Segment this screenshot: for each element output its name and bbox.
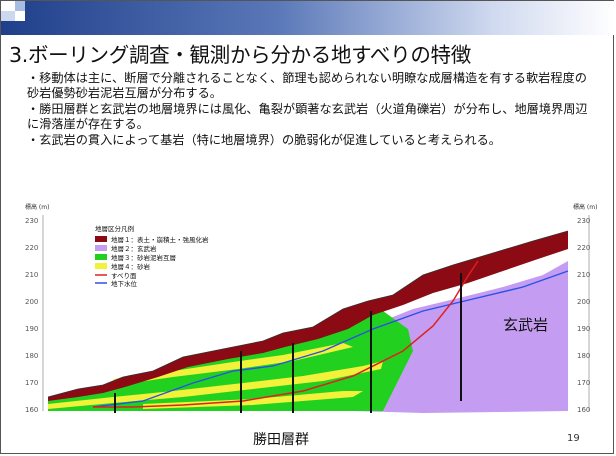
bullet-list: ・移動体は主に、断層で分離されることなく、節理も認められない明瞭な成層構造を有す…	[27, 71, 593, 148]
y-tick-label: 160	[577, 406, 590, 414]
geological-cross-section: 標高 (m) 標高 (m) 230 220 210 200 190 180 17…	[25, 203, 597, 414]
y-tick-label: 160	[25, 406, 38, 414]
y-tick-label: 220	[25, 244, 38, 252]
y-tick-label: 210	[25, 271, 38, 279]
y-tick-label: 210	[577, 271, 590, 279]
legend-label: 地層４：砂岩	[111, 262, 151, 271]
y-tick-label: 190	[25, 325, 38, 333]
y-tick-label: 190	[577, 325, 590, 333]
katsuta-group-label: 勝田層群	[253, 432, 309, 448]
boreholes	[114, 273, 462, 413]
corner-decoration	[15, 11, 25, 21]
bullet-item: ・移動体は主に、断層で分離されることなく、節理も認められない明瞭な成層構造を有す…	[27, 71, 587, 101]
legend-label: 地層２：玄武岩	[111, 244, 157, 253]
legend-swatch	[95, 236, 107, 242]
y-tick-label: 220	[577, 244, 590, 252]
corner-decoration	[1, 11, 15, 21]
corner-decoration	[15, 1, 25, 11]
legend-label: 地層１：表土・崩積土・強風化岩	[111, 235, 209, 244]
basalt-label: 玄武岩	[503, 316, 549, 334]
corner-decoration	[1, 1, 15, 11]
slide-title: 3.ボーリング調査・観測から分かる地すべりの特徴	[9, 43, 471, 67]
legend-swatch	[95, 245, 107, 251]
y-tick-label: 230	[577, 217, 590, 225]
legend-swatch	[95, 263, 107, 269]
page-number: 19	[567, 433, 580, 444]
y-tick-label: 200	[577, 298, 590, 306]
bullet-item: ・勝田層群と玄武岩の地層境界には風化、亀裂が顕著な玄武岩（火道角礫岩）が分布し、…	[27, 101, 588, 132]
y-tick-label: 180	[577, 352, 590, 360]
slip-surface-line	[93, 260, 479, 408]
legend-label: 地下水位	[111, 279, 138, 288]
ground-surface-line	[47, 230, 569, 398]
sandstone-mudstone-layer	[48, 311, 413, 411]
y-tick-label: 200	[25, 298, 38, 306]
y-tick-label: 170	[25, 379, 38, 387]
bullet-item: ・玄武岩の貫入によって基岩（特に地層境界）の脆弱化が促進していると考えられる。	[27, 132, 501, 147]
legend-swatch	[95, 254, 107, 260]
y-tick-label: 230	[25, 217, 38, 225]
y-axis-title-right: 標高 (m)	[573, 203, 597, 211]
legend-title: 地層区分凡例	[95, 224, 134, 233]
y-tick-label: 170	[577, 379, 590, 387]
y-tick-label: 180	[25, 352, 38, 360]
legend-label: 地層３：砂岩泥岩互層	[111, 253, 176, 262]
title-bar-gradient	[1, 1, 615, 35]
surface-weathered-layer	[48, 231, 568, 401]
sandstone-band	[48, 361, 383, 409]
groundwater-line	[92, 270, 569, 408]
legend-label: すべり面	[111, 272, 137, 280]
legend: 地層区分凡例 地層１：表土・崩積土・強風化岩 地層２：玄武岩 地層３：砂岩泥岩互…	[95, 224, 209, 288]
y-axis-title-left: 標高 (m)	[25, 203, 49, 211]
